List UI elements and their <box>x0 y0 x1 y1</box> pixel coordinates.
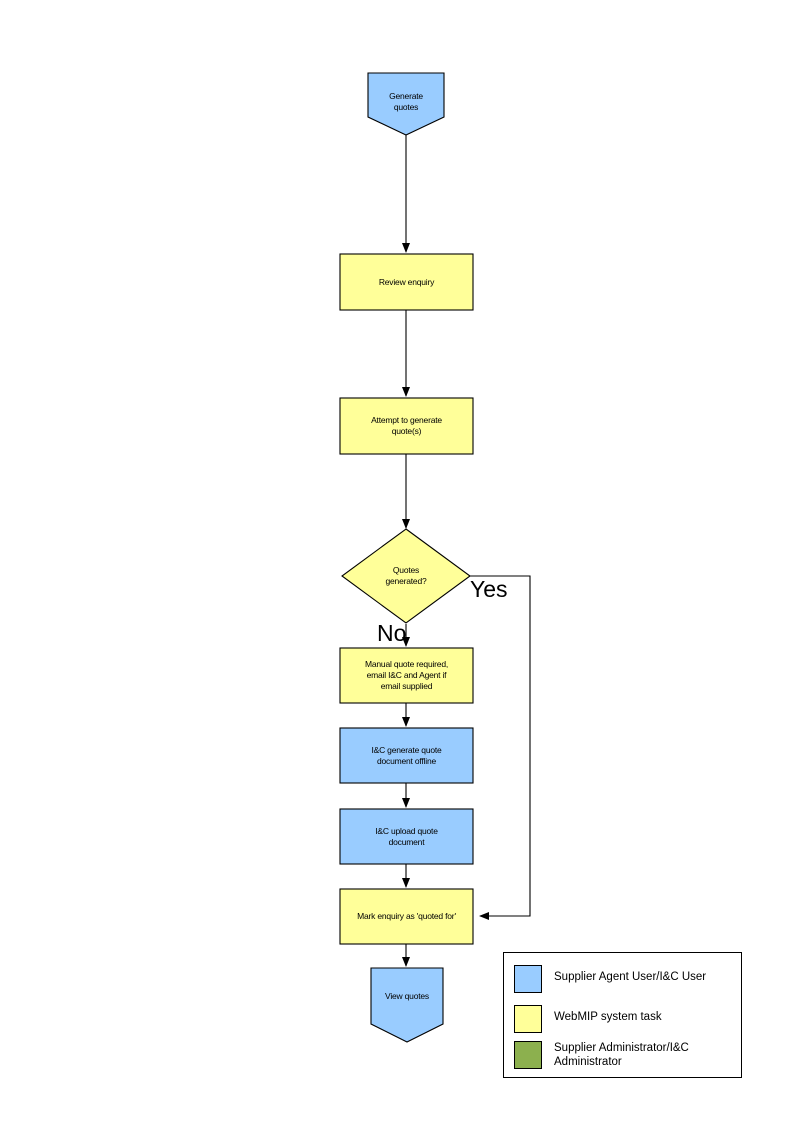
edge-label-no: No <box>377 620 407 646</box>
legend-swatch-yellow <box>514 1005 542 1033</box>
node-mark-enquiry-as-quoted-for[interactable] <box>339 888 474 945</box>
connector-lines <box>402 135 531 967</box>
node-ic-generate-quote-document-offline[interactable] <box>339 727 474 784</box>
node-attempt-to-generate-quotes[interactable] <box>339 397 474 455</box>
node-quotes-generated[interactable] <box>341 528 471 624</box>
node-generate-quotes[interactable] <box>367 72 445 136</box>
node-review-enquiry[interactable] <box>339 253 474 311</box>
node-shapes <box>339 72 474 1043</box>
edge-label-yes: Yes <box>470 576 508 602</box>
legend-panel: Supplier Agent User/I&C User WebMIP syst… <box>503 952 742 1078</box>
legend-swatch-blue <box>514 965 542 993</box>
legend-label-supplier-agent-user: Supplier Agent User/I&C User <box>554 971 707 983</box>
legend-swatch-green <box>514 1041 542 1069</box>
legend-item-webmip-system-task: WebMIP system task <box>514 1005 662 1033</box>
node-ic-upload-quote-document[interactable] <box>339 808 474 865</box>
node-view-quotes[interactable] <box>370 967 444 1043</box>
node-manual-quote-required[interactable] <box>339 647 474 704</box>
legend-item-supplier-agent-user: Supplier Agent User/I&C User <box>514 965 706 993</box>
legend-item-supplier-administrator: Supplier Administrator/I&C Administrator <box>514 1041 689 1069</box>
edge-decision-yes-to-mark <box>470 575 531 920</box>
legend-label-supplier-administrator: Supplier Administrator/I&C Administrator <box>554 1042 689 1068</box>
legend-label-webmip-system-task: WebMIP system task <box>554 1011 662 1023</box>
